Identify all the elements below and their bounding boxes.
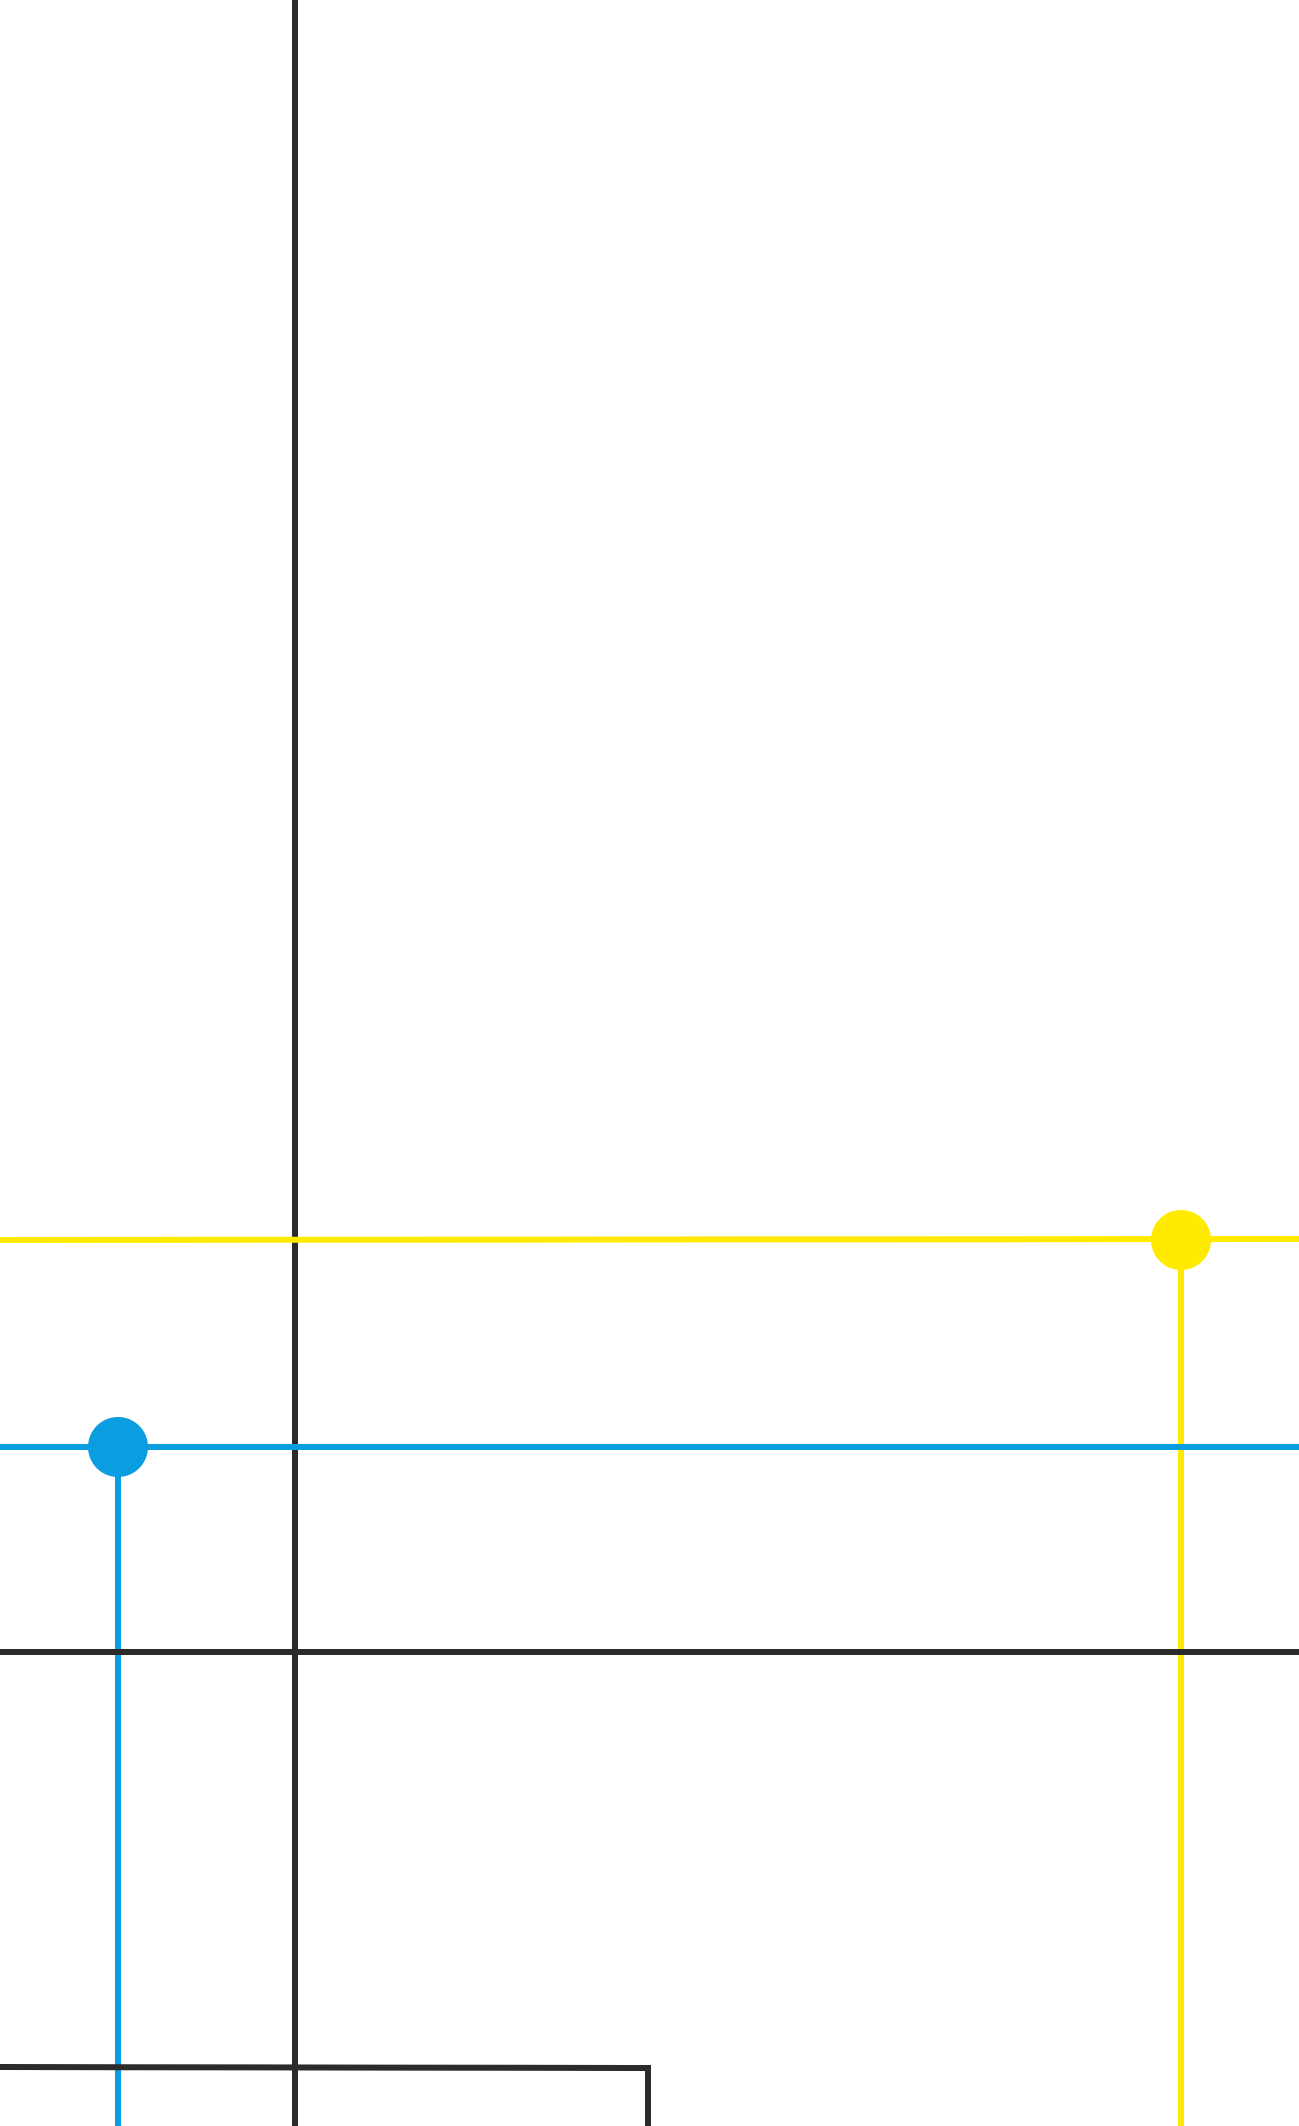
blue-station-dot [88, 1417, 148, 1477]
black-bottom-bracket-line [0, 2064, 651, 2126]
yellow-station-dot [1151, 1210, 1211, 1270]
yellow-horizontal-line [0, 1236, 1299, 1243]
